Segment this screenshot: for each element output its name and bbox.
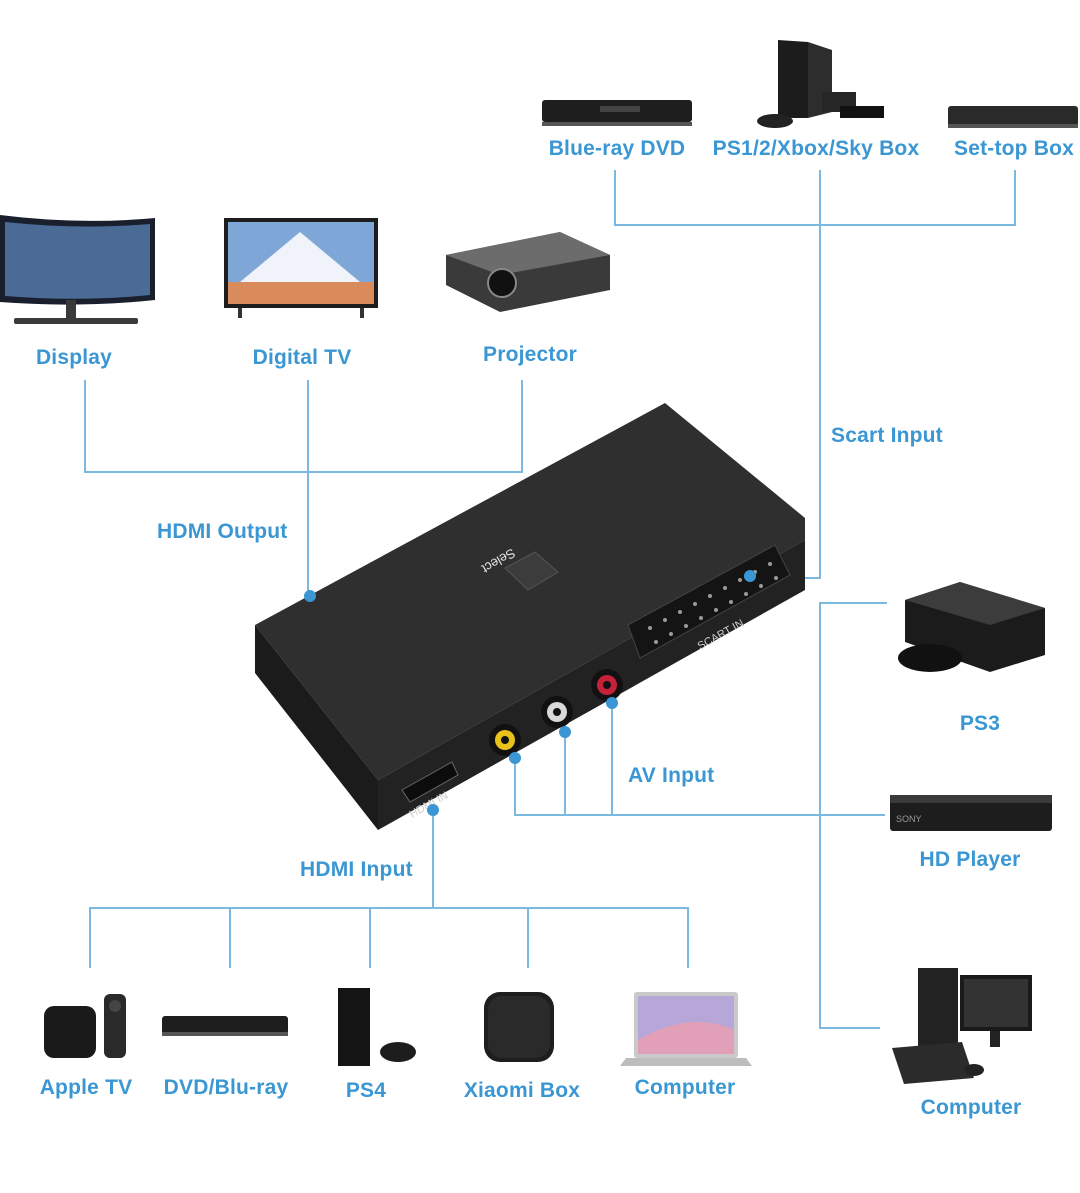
- hdmi-port: [401, 761, 459, 803]
- label-hd-player: HD Player: [919, 848, 1021, 871]
- av-jack-red: [591, 669, 623, 701]
- label-projector: Projector: [483, 343, 577, 366]
- ps3-console-image: [898, 582, 1045, 672]
- blueray-dvd-image: [542, 100, 692, 126]
- xiaomi-box-image: [484, 992, 554, 1062]
- label-settop-box: Set-top Box: [953, 137, 1075, 160]
- select-button[interactable]: [504, 551, 559, 591]
- switch-left-face: [255, 625, 378, 830]
- dot-av-yellow: [509, 752, 521, 764]
- label-digital-tv: Digital TV: [252, 346, 352, 369]
- line-scart-sources-bus: [614, 170, 1016, 226]
- hd-player-brand: SONY: [896, 814, 922, 824]
- desktop-computer-image: [892, 968, 1032, 1084]
- settop-box-image: [948, 106, 1078, 128]
- label-computer-right: Computer: [920, 1096, 1022, 1119]
- label-av-input: AV Input: [628, 764, 715, 787]
- label-display: Display: [35, 346, 113, 369]
- ps4-console-image: [757, 40, 884, 128]
- label-apple-tv: Apple TV: [39, 1076, 133, 1099]
- scart-hdmi-switch: Select SCART IN HDMI IN: [255, 403, 805, 830]
- label-hdmi-output: HDMI Output: [157, 520, 288, 543]
- label-scart-input: Scart Input: [831, 424, 943, 447]
- av-jack-white: [541, 696, 573, 728]
- scart-pins: [648, 562, 778, 644]
- curved-display-image: [0, 215, 155, 324]
- label-hdmi-input: HDMI Input: [300, 858, 413, 881]
- projector-image: [446, 232, 610, 312]
- label-computer-bottom: Computer: [634, 1076, 736, 1099]
- hd-player-image: [890, 795, 1052, 831]
- dvd-bluray-player-image: [162, 1016, 288, 1036]
- laptop-computer-image: [620, 992, 752, 1066]
- label-ps3: PS3: [959, 712, 1001, 735]
- line-hdmi-sources-bus: [89, 907, 689, 968]
- line-hdmi-sources-drops: [229, 908, 529, 968]
- dot-scart-input: [744, 570, 756, 582]
- apple-tv-image: [44, 994, 126, 1058]
- label-ps-xbox-sky: PS1/2/Xbox/Sky Box: [712, 137, 920, 160]
- ps4-pro-image: [338, 988, 416, 1066]
- connection-dots: [304, 570, 756, 816]
- dot-av-red: [606, 697, 618, 709]
- dot-hdmi-input: [427, 804, 439, 816]
- digital-tv-image: [224, 218, 378, 318]
- label-blueray-dvd: Blue-ray DVD: [548, 137, 686, 160]
- line-output-displays-bus: [84, 380, 523, 473]
- label-ps4: PS4: [345, 1079, 387, 1102]
- line-av-bus: [514, 762, 885, 816]
- label-dvd-bluray: DVD/Blu-ray: [163, 1076, 289, 1099]
- dot-av-white: [559, 726, 571, 738]
- switch-top-face: [255, 403, 805, 780]
- dot-hdmi-output: [304, 590, 316, 602]
- av-jack-yellow: [489, 724, 521, 756]
- label-xiaomi-box: Xiaomi Box: [463, 1079, 581, 1102]
- connector-lines: [84, 170, 1016, 1029]
